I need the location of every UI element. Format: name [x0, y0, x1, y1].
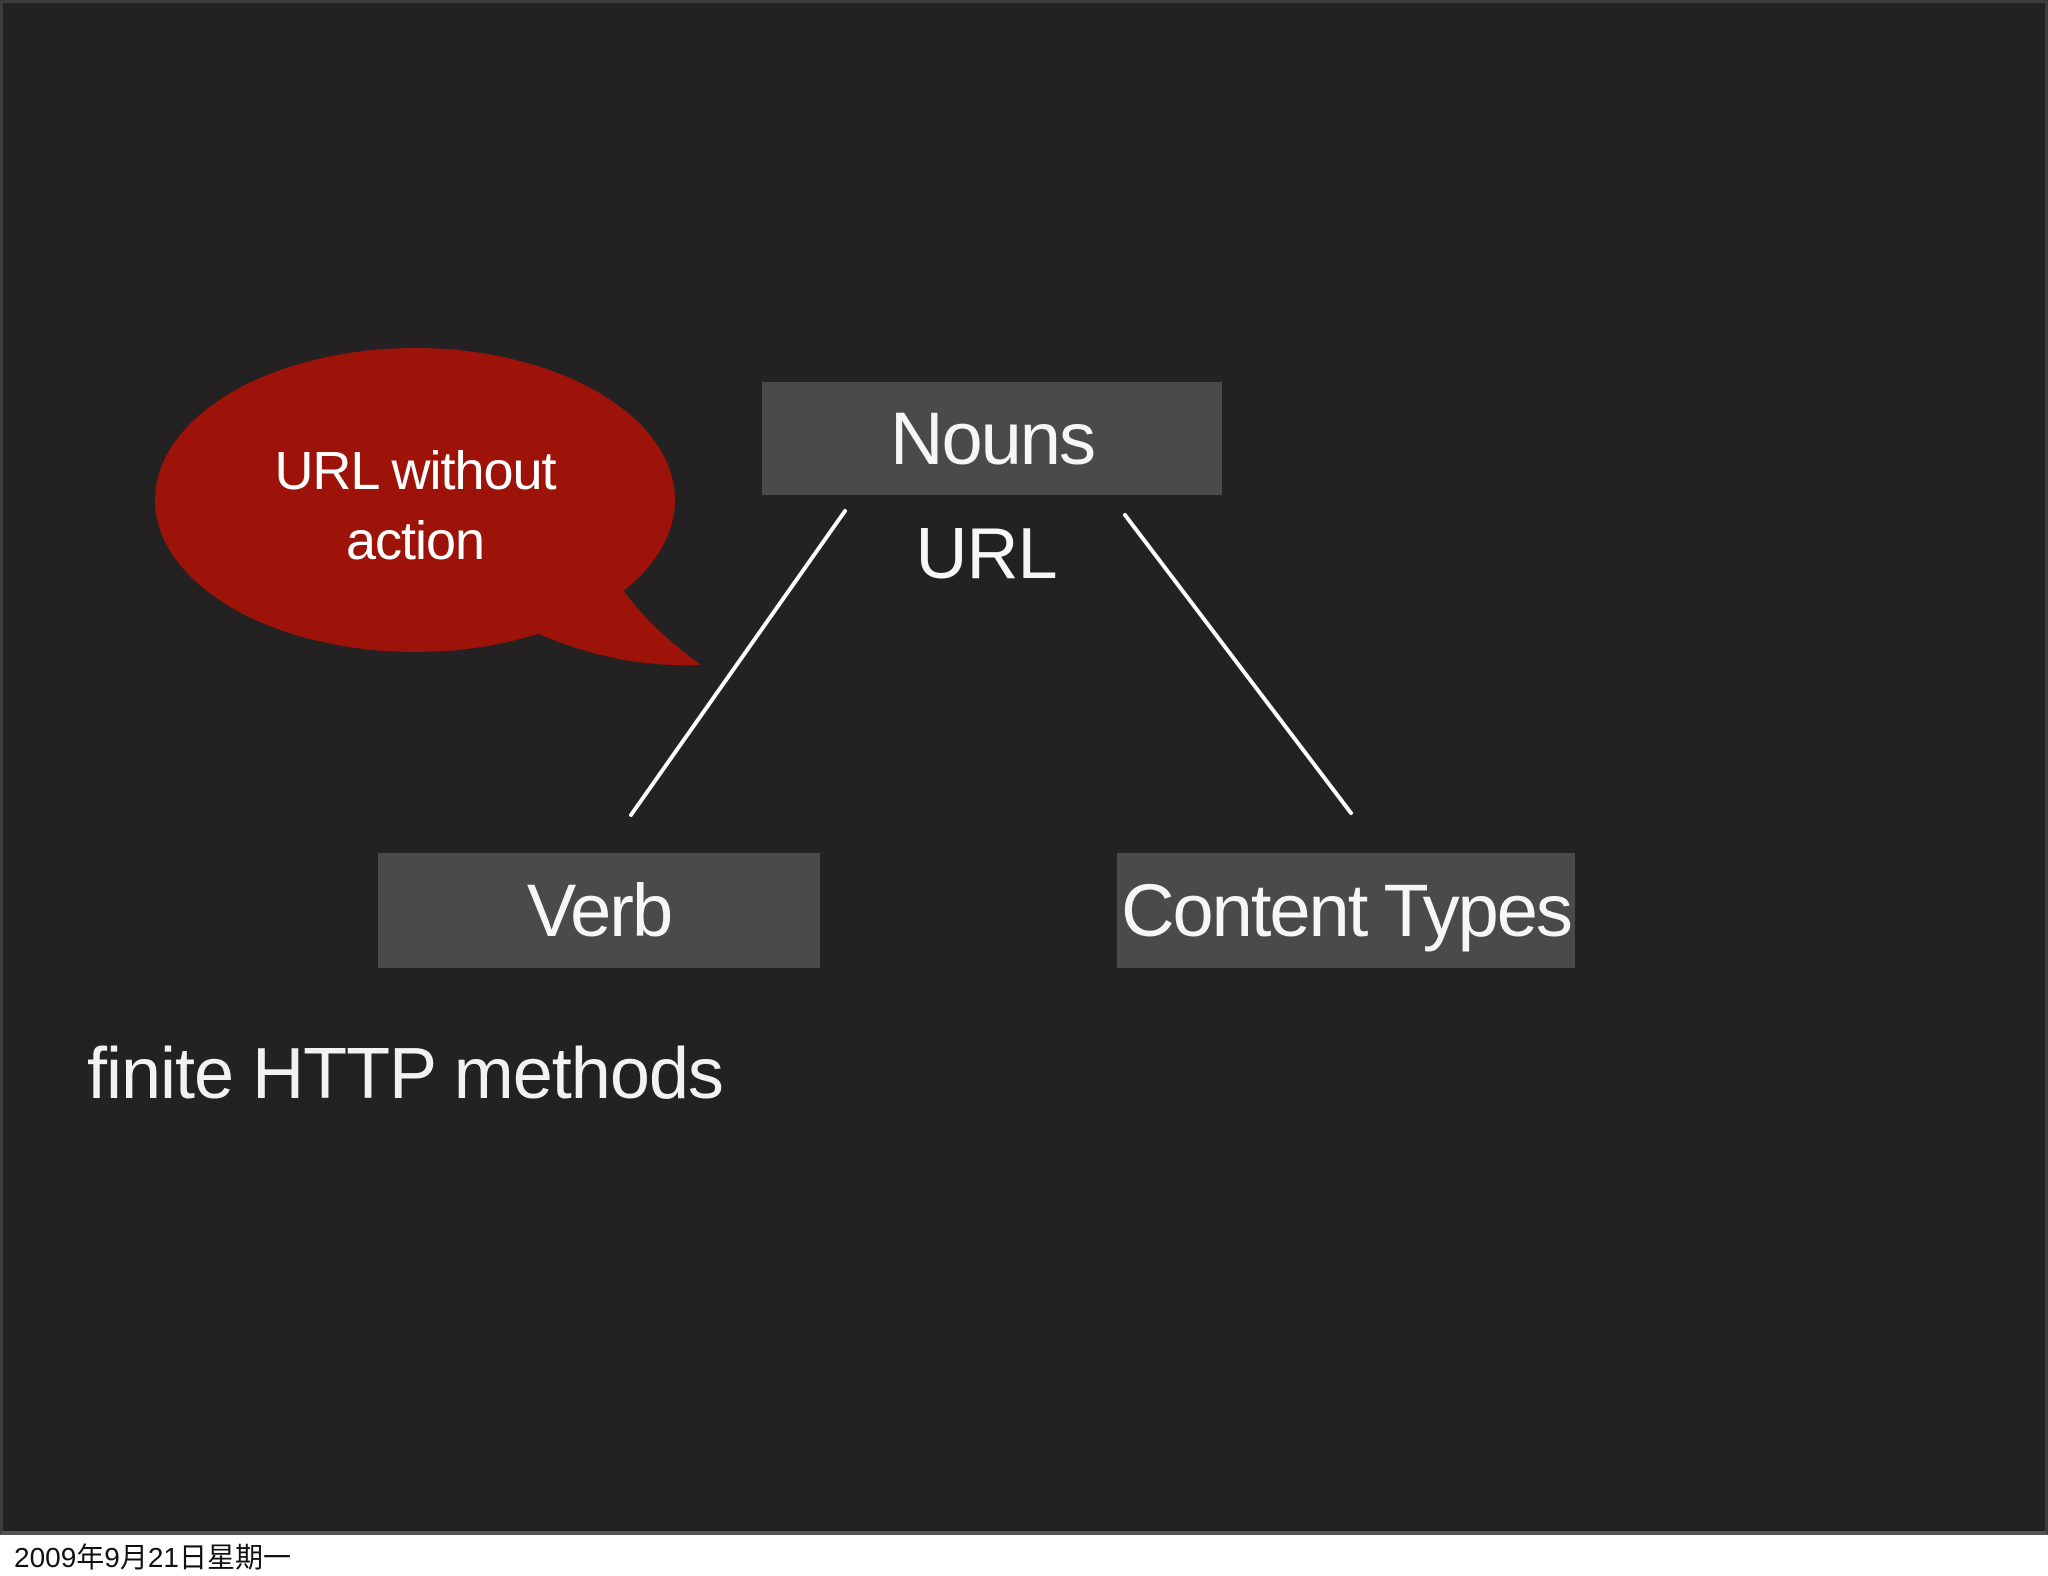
speech-bubble-text: URL without action — [143, 436, 687, 576]
node-verb: Verb — [378, 853, 820, 968]
speech-bubble-line-2: action — [345, 511, 485, 571]
edge-nouns-verb-line — [629, 509, 847, 817]
caption-finite-http-methods: finite HTTP methods — [87, 1034, 724, 1114]
url-label: URL — [915, 514, 1057, 594]
slide: URL without action Nouns URL Verb Conten… — [0, 0, 2048, 1535]
node-content-types-label: Content Types — [1121, 869, 1573, 952]
speech-bubble-line-1: URL without — [274, 441, 556, 501]
connector-lines — [629, 509, 1353, 817]
speech-bubble-tail — [473, 528, 701, 666]
node-content-types: Content Types — [1117, 853, 1575, 968]
node-nouns-label: Nouns — [890, 397, 1096, 480]
node-nouns: Nouns — [762, 382, 1222, 495]
slide-date: 2009年9月21日星期一 — [14, 1541, 292, 1573]
node-verb-label: Verb — [526, 869, 673, 952]
speech-bubble-shape — [155, 348, 701, 666]
edge-nouns-content-types-line — [1123, 513, 1353, 815]
date-strip: 2009年9月21日星期一 — [0, 1535, 2048, 1576]
speech-bubble: URL without action — [143, 330, 723, 680]
